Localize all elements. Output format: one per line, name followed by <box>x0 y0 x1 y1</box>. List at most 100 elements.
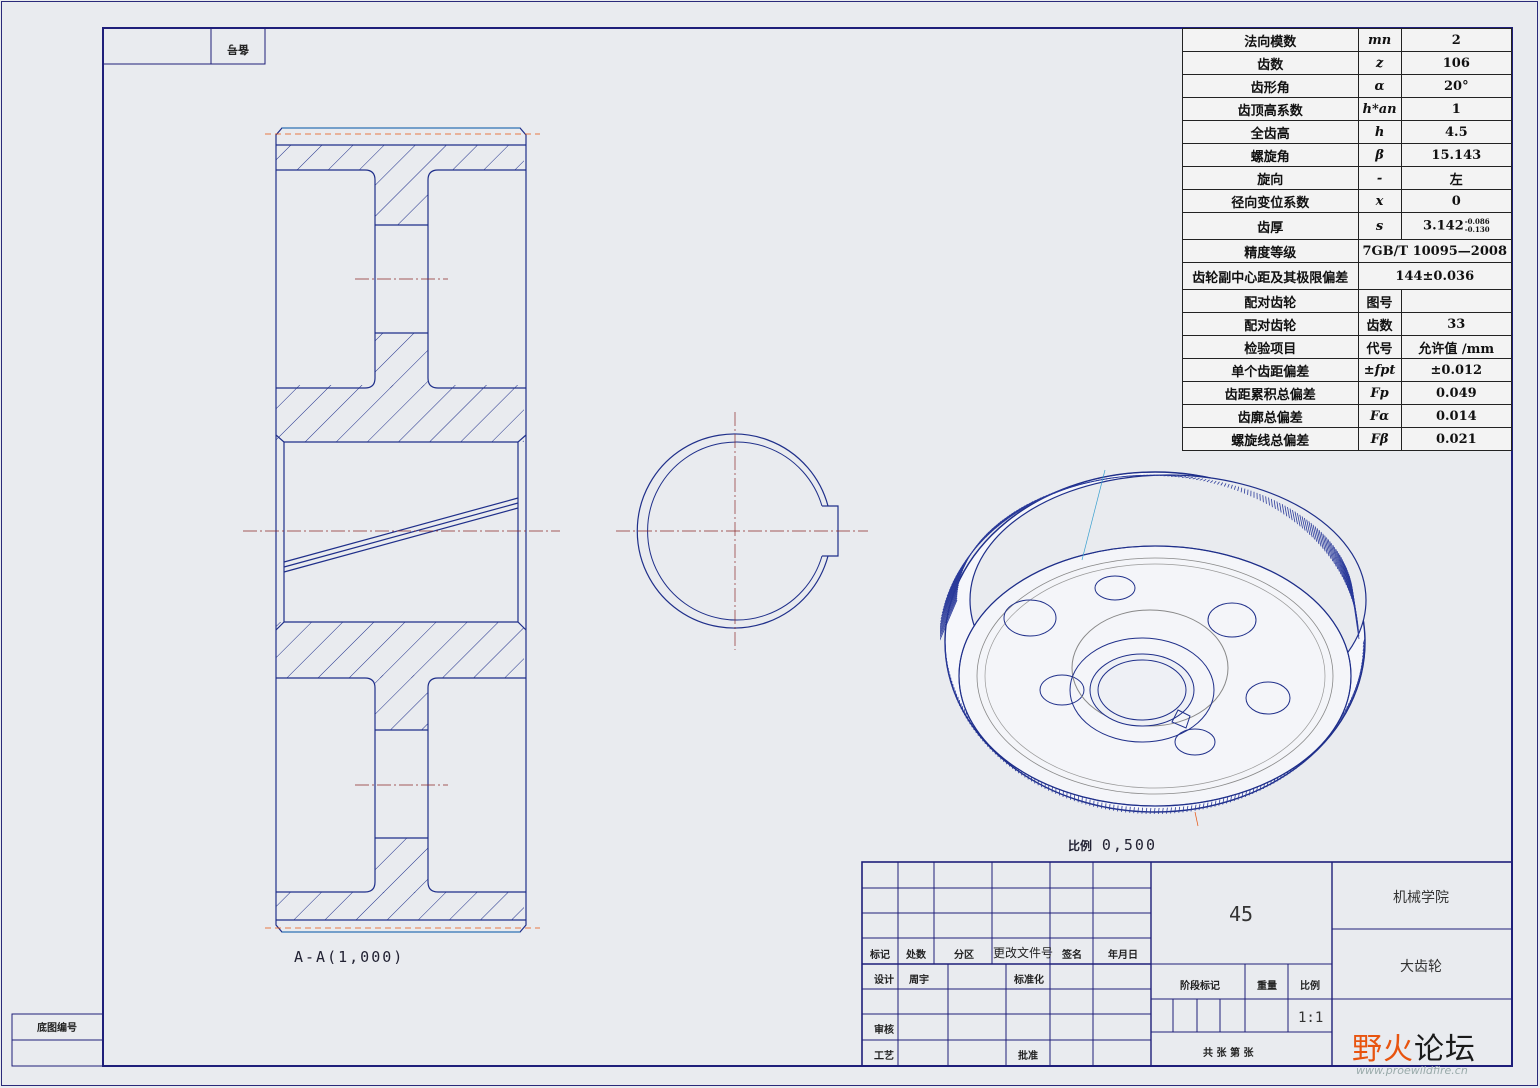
gear-tooth <box>1101 802 1103 809</box>
gear-tooth <box>1185 476 1190 479</box>
param-name: 检验项目 <box>1182 335 1359 359</box>
watermark-main-1: 野火 <box>1352 1032 1414 1067</box>
param-symbol: h <box>1357 120 1402 144</box>
gear-tooth <box>1287 507 1290 519</box>
gear-tooth <box>1202 803 1205 810</box>
gear-tooth <box>1340 557 1347 586</box>
param-symbol: Fα <box>1357 404 1402 428</box>
param-symbol: Fβ <box>1357 427 1402 451</box>
gear-tooth <box>1338 553 1345 580</box>
section-view-label: A-A(1,000) <box>294 948 405 966</box>
gear-tooth <box>1322 533 1328 554</box>
param-row: 旋向-左 <box>1182 166 1513 190</box>
gear-tooth <box>1240 487 1243 493</box>
gear-tooth <box>1125 806 1127 813</box>
gear-tooth <box>1318 530 1324 549</box>
gear-tooth <box>1170 807 1172 814</box>
param-name: 齿形角 <box>1182 74 1359 98</box>
gear-tooth <box>1109 804 1111 811</box>
tb-change-doc: 更改文件号 <box>993 946 1054 960</box>
tb-date: 年月日 <box>1108 950 1138 961</box>
gear-tooth <box>1289 508 1293 521</box>
gear-tooth <box>1335 549 1342 575</box>
gear-tooth <box>1304 517 1308 533</box>
gear-tooth <box>1331 543 1337 567</box>
gear-tooth <box>1217 481 1220 485</box>
gear-tooth <box>1166 807 1168 814</box>
gear-tooth <box>942 575 961 611</box>
param-symbol: - <box>1357 166 1402 190</box>
tb-stage-mark: 阶段标记 <box>1180 981 1220 992</box>
gear-tooth <box>1341 559 1348 588</box>
tb-process: 工艺 <box>874 1051 894 1062</box>
gear-tooth <box>940 588 959 628</box>
param-symbol: x <box>1357 189 1402 213</box>
gear-tooth <box>1273 500 1276 509</box>
gear-tooth <box>1352 597 1360 640</box>
gear-tooth <box>1299 514 1303 529</box>
tb-part-name: 大齿轮 <box>1400 959 1442 975</box>
gear-tooth <box>1220 482 1224 486</box>
param-symbol: mn <box>1357 28 1402 52</box>
gear-tooth <box>1113 804 1115 811</box>
param-name: 齿廓总偏差 <box>1182 404 1359 428</box>
param-row: 单个齿距偏差±fpt±0.012 <box>1182 358 1513 382</box>
gear-tooth <box>941 580 960 617</box>
gear-tooth <box>940 591 958 631</box>
gear-tooth <box>1210 801 1213 808</box>
gear-tooth <box>1362 637 1366 645</box>
param-name: 螺旋角 <box>1182 143 1359 167</box>
gear-tooth <box>1192 477 1197 480</box>
param-symbol: z <box>1357 51 1402 75</box>
gear-tooth <box>1241 792 1244 799</box>
gear-tooth <box>1190 805 1193 812</box>
gear-tooth <box>1227 483 1230 488</box>
param-value-main: 3.142 <box>1423 218 1464 234</box>
param-value: 20° <box>1400 74 1513 98</box>
gear-tooth <box>1214 800 1217 807</box>
isometric-gear-view <box>940 469 1367 827</box>
param-value: 3.142-0.086-0.130 <box>1400 212 1513 240</box>
gear-tooth <box>1248 789 1251 796</box>
gear-tooth <box>1312 524 1318 542</box>
param-value: 1 <box>1400 97 1513 121</box>
gear-tooth <box>1361 657 1364 665</box>
gear-tooth <box>1314 526 1320 545</box>
gear-tooth <box>1276 501 1279 511</box>
gear-tooth <box>1153 807 1156 815</box>
param-symbol: α <box>1357 74 1402 98</box>
watermark-logo: 野火论坛 <box>1352 1024 1476 1068</box>
gear-tooth <box>1162 807 1164 814</box>
gear-tooth <box>1230 796 1232 803</box>
iso-scale-value: 0,500 <box>1101 836 1157 854</box>
gear-tooth <box>1344 565 1352 597</box>
gear-tooth <box>1292 510 1296 523</box>
tb-count: 处数 <box>906 950 926 961</box>
watermark-main-2: 论坛 <box>1414 1032 1476 1067</box>
param-name: 齿顶高系数 <box>1182 97 1359 121</box>
gear-tooth <box>1265 496 1267 504</box>
param-value: 33 <box>1400 312 1513 336</box>
gear-tooth <box>1297 513 1301 527</box>
gear-tooth <box>1133 807 1135 814</box>
gear-tooth <box>1362 647 1365 655</box>
gear-tooth <box>1308 521 1313 538</box>
param-value: 左 <box>1400 166 1513 190</box>
gear-tooth <box>1301 516 1306 531</box>
iso-scale-prefix: 比例 <box>1068 839 1093 853</box>
gear-tooth <box>1105 803 1107 810</box>
gear-tooth <box>1188 476 1193 479</box>
gear-tooth <box>1281 504 1285 515</box>
gear-tooth <box>1284 505 1288 517</box>
param-name: 单个齿距偏差 <box>1182 358 1359 382</box>
gear-tooth <box>1339 555 1346 583</box>
param-value: 15.143 <box>1400 143 1513 167</box>
